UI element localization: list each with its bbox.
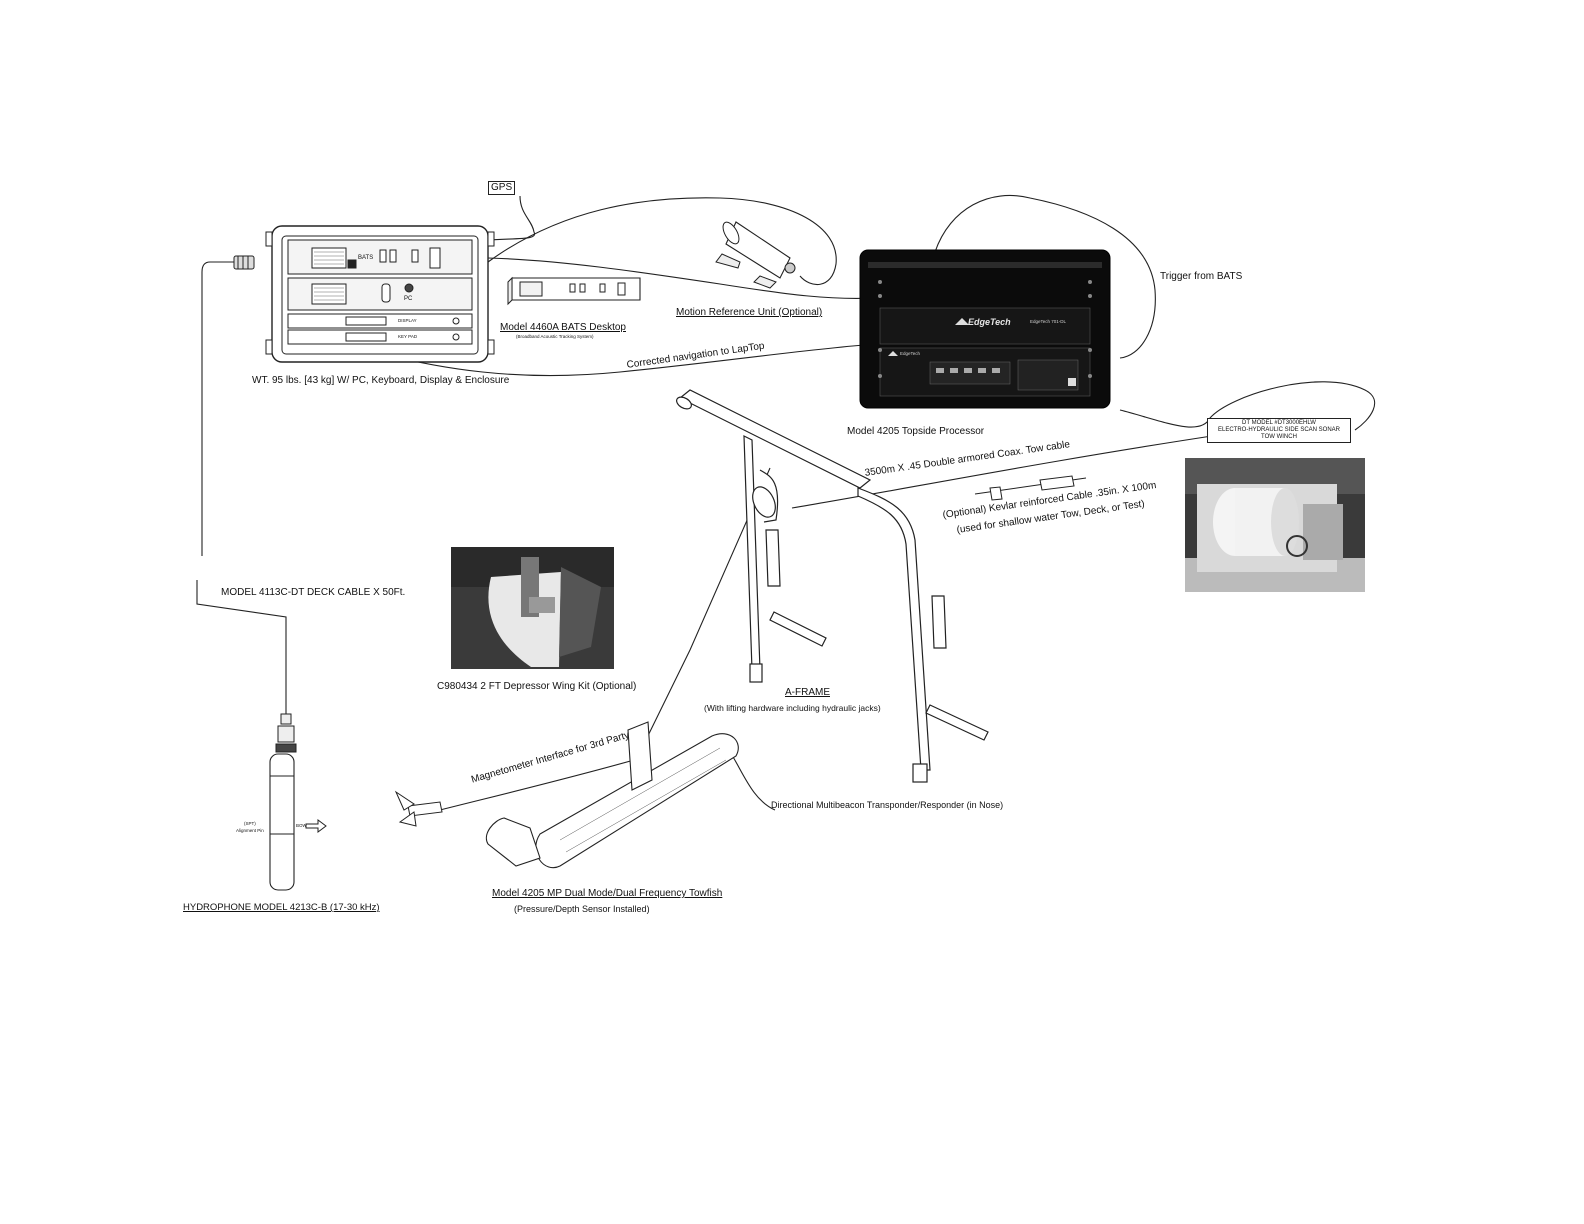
mru-caption: Motion Reference Unit (Optional) [676,307,823,318]
motion-reference-unit [715,221,796,289]
towfish-caption: Model 4205 MP Dual Mode/Dual Frequency T… [492,888,723,899]
aframe-subcaption: (With lifting hardware including hydraul… [704,703,881,713]
towfish [486,721,739,869]
winch-cable [1119,381,1376,431]
trigger-cable [934,194,1156,359]
winch-line-2: ELECTRO-HYDRAULIC SIDE SCAN SONAR [1217,427,1341,433]
deck-connector [233,255,255,270]
kevlar-cable [974,475,1087,501]
towfish-tether [639,467,771,753]
magnetometer-probe [394,790,443,827]
hydrophone-mark-right: BOW [296,823,307,828]
bats-rack-enclosure [265,225,495,363]
deck-cable-caption: MODEL 4113C-DT DECK CABLE X 50Ft. [221,587,406,598]
processor-brand: EdgeTech [968,317,1011,327]
winch-photo [1185,458,1365,592]
deck-cable-lower [196,580,287,714]
transponder-leader [729,751,776,811]
deck-cable [201,261,248,556]
hydrophone-mark-left-1: (SPT) [244,821,256,826]
trigger-caption: Trigger from BATS [1160,271,1243,282]
hydrophone [269,713,327,891]
rack-keypad-label: KEY PAD [398,334,418,339]
topside-caption: Model 4205 Topside Processor [847,426,985,437]
aframe-caption: A-FRAME [785,687,830,698]
gps-cable [487,195,536,241]
processor-model-small: EdgeTech 701-DL [1030,319,1067,324]
a-frame [676,389,989,783]
wt-caption: WT. 95 lbs. [43 kg] W/ PC, Keyboard, Dis… [252,375,510,386]
rack-pc-label: PC [404,296,413,302]
towfish-subcaption: (Pressure/Depth Sensor Installed) [514,904,650,914]
hydrophone-mark-left-2: Alignment Pin [236,828,264,833]
hydrophone-caption: HYDROPHONE MODEL 4213C-B (17-30 kHz) [183,902,380,913]
rack-display-label: DISPLAY [398,318,417,323]
magnetometer-cable [439,759,635,811]
winch-model-box: DT MODEL #DT3000EHLW ELECTRO-HYDRAULIC S… [1207,418,1351,443]
transponder-caption: Directional Multibeacon Transponder/Resp… [771,800,1004,810]
depressor-caption: C980434 2 FT Depressor Wing Kit (Optiona… [437,681,637,692]
winch-line-1: DT MODEL #DT3000EHLW [1242,420,1316,426]
rack-bats-badge: BATS [358,255,374,261]
bats-desktop-caption: Model 4460A BATS Desktop [500,322,626,333]
tow-cable [791,433,1226,509]
gps-label: GPS [488,181,516,195]
bats-to-processor-cable [487,257,876,299]
corrected-nav-cable [359,343,876,377]
depressor-wing-photo [451,547,614,669]
mru-cable [487,197,837,286]
bats-desktop-unit [507,276,641,306]
topside-processor [859,249,1111,409]
processor-brand-small: EdgeTech [900,351,921,356]
winch-line-3: TOW WINCH [1261,434,1297,440]
bats-desktop-subcaption: (Broadband Acoustic Tracking System) [516,334,594,339]
